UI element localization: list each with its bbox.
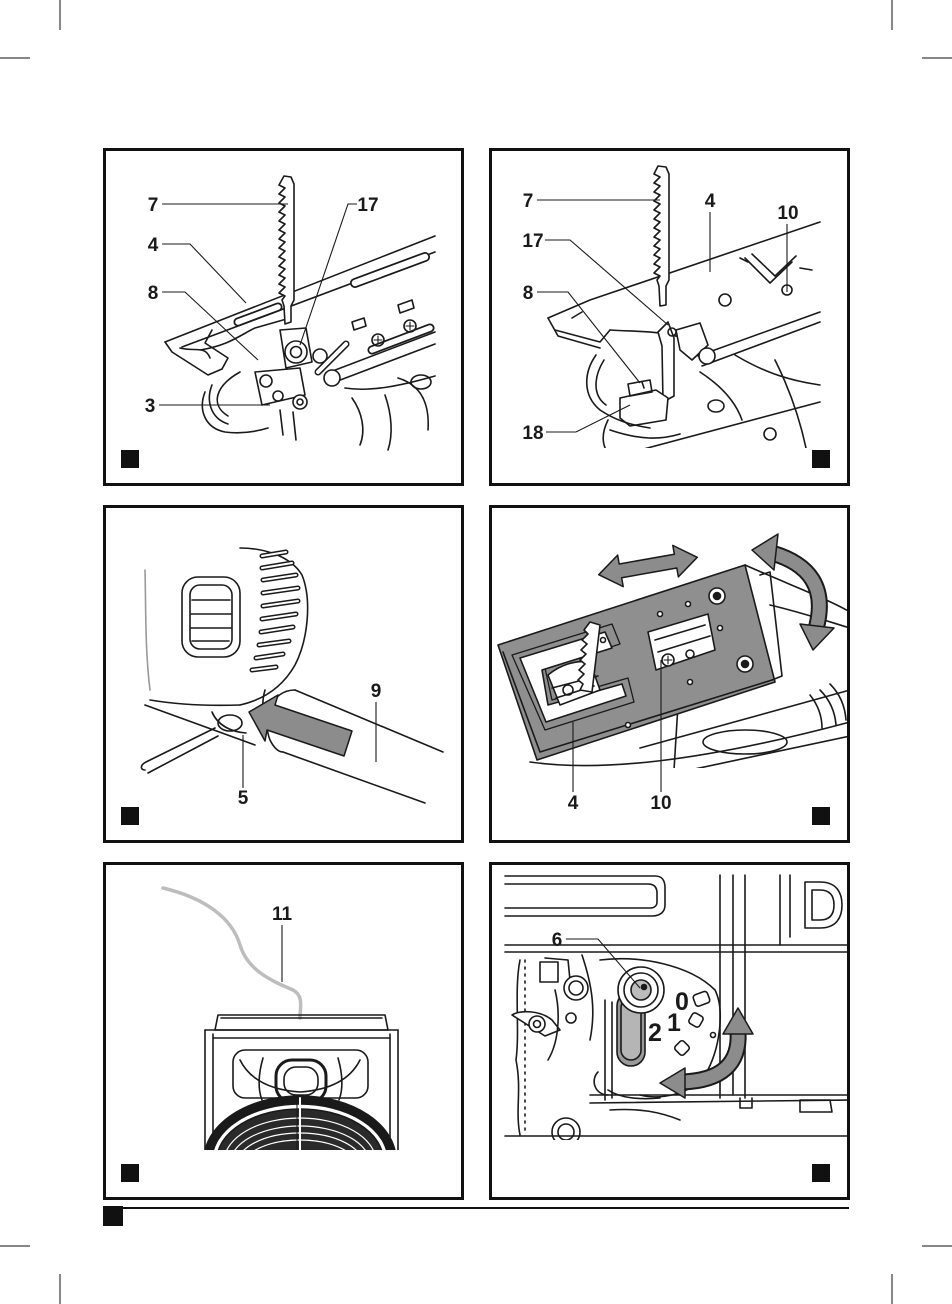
figure-5-marker xyxy=(121,1164,139,1182)
callout-clamp-lever: 17 xyxy=(357,195,378,216)
callout-pendulum-knob: 6 xyxy=(552,930,563,951)
figure-4: 4 10 xyxy=(491,507,851,842)
figure-5: 11 xyxy=(105,864,463,1225)
callout-roller: 3 xyxy=(145,396,156,417)
callout-blade-guide: 18 xyxy=(522,423,543,444)
callout-blade: 7 xyxy=(148,195,159,216)
footer-rule xyxy=(103,1206,849,1226)
callout-cord: 11 xyxy=(272,904,293,925)
figure-3-drawing xyxy=(141,548,443,803)
figure-4-marker xyxy=(812,807,830,825)
callout-dust-port: 5 xyxy=(238,788,249,809)
figure-6: 6 0 1 2 xyxy=(491,864,850,1199)
figure-3: 9 5 xyxy=(105,507,463,842)
figure-3-marker xyxy=(121,807,139,825)
figure-1-marker xyxy=(121,450,139,468)
callout-blade-holder: 8 xyxy=(523,283,534,304)
figure-2-marker xyxy=(812,450,830,468)
figure-5-drawing xyxy=(163,888,398,1224)
figure-1-drawing xyxy=(165,176,435,450)
callout-dust-tube: 9 xyxy=(371,681,382,702)
footer-marker xyxy=(103,1206,123,1226)
dial-position-2: 2 xyxy=(648,1019,662,1047)
callout-shoe: 4 xyxy=(705,191,716,212)
figure-3-frame xyxy=(105,507,463,842)
callout-blade: 7 xyxy=(523,191,534,212)
callout-shoe: 4 xyxy=(148,235,159,256)
figure-1: 7 17 4 8 3 xyxy=(105,150,463,485)
figure-5-callouts: 11 xyxy=(272,904,293,982)
callout-clamp-lever: 17 xyxy=(522,231,543,252)
callout-shoe-screw: 10 xyxy=(650,793,671,814)
figure-6-marker xyxy=(812,1164,830,1182)
dial-position-1: 1 xyxy=(667,1009,681,1037)
callout-shoe-screw: 10 xyxy=(777,203,798,224)
figure-2: 7 4 10 17 8 18 xyxy=(491,150,849,485)
callout-blade-holder: 8 xyxy=(148,283,159,304)
callout-shoe: 4 xyxy=(568,793,579,814)
figure-4-drawing xyxy=(498,534,850,770)
